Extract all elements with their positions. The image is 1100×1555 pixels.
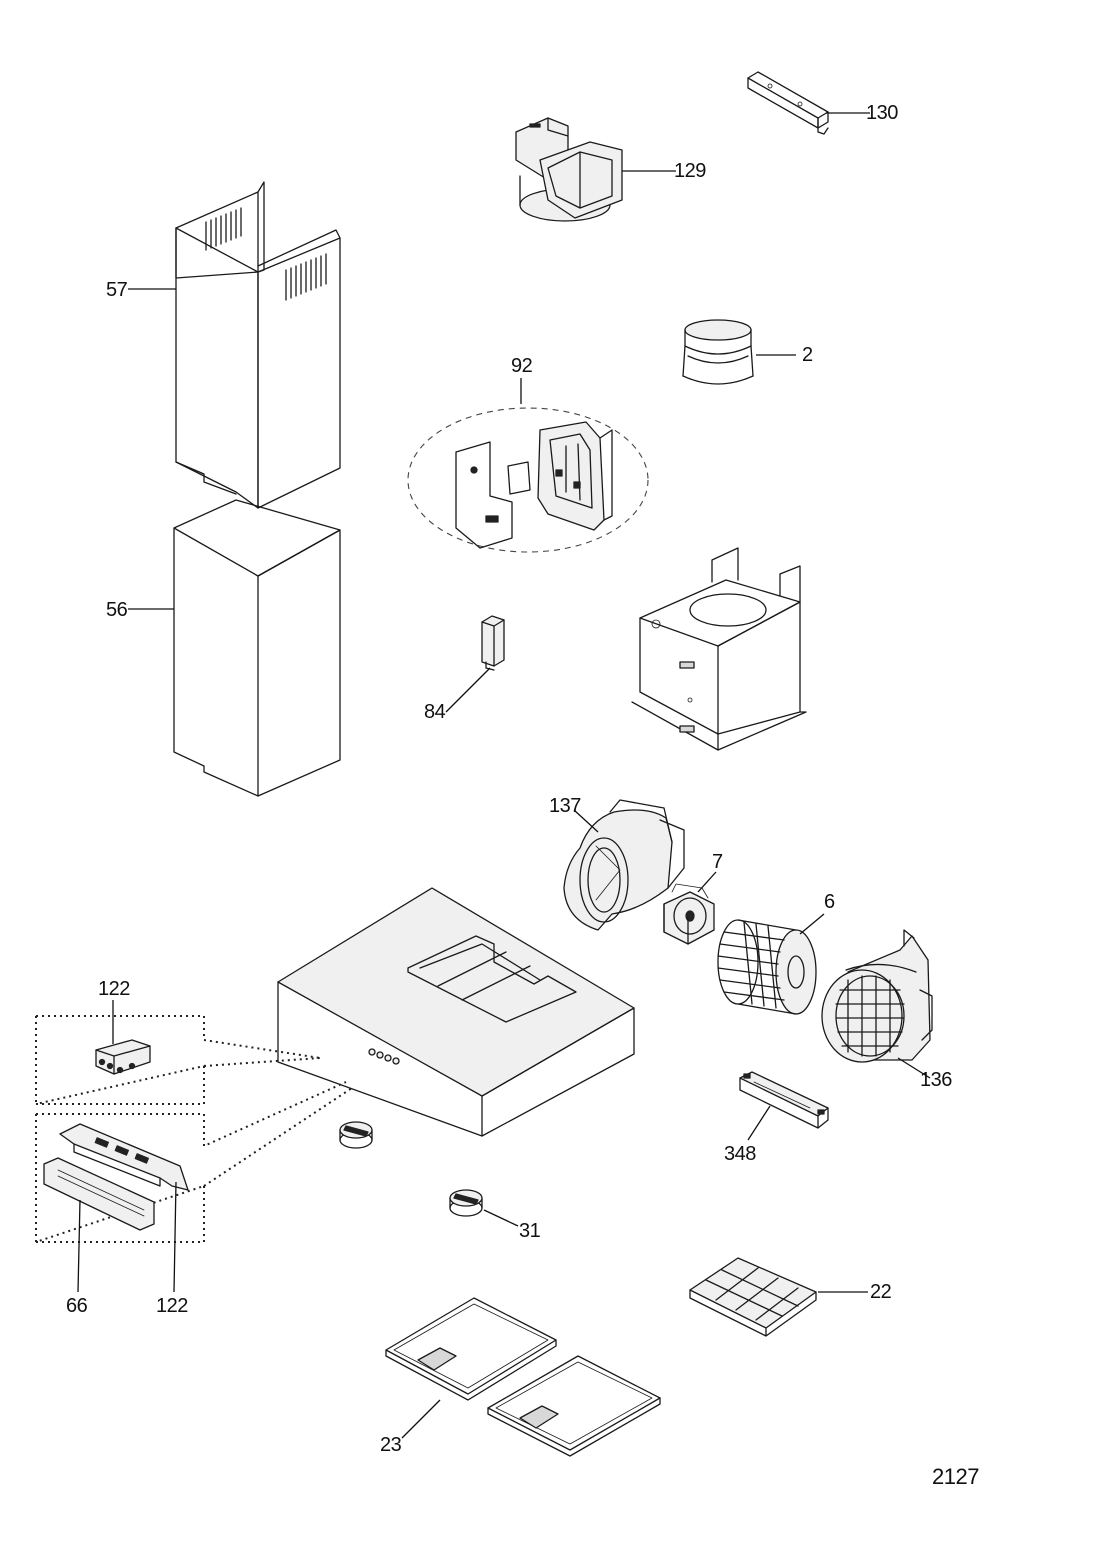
callout-92: 92	[511, 355, 533, 377]
part-66-panel-cover	[43, 1157, 155, 1231]
callout-348: 348	[724, 1143, 756, 1165]
leader-31	[483, 1209, 519, 1227]
part-31-knob	[449, 1189, 483, 1217]
motor-housing-box	[631, 547, 807, 751]
callout-130: 130	[866, 102, 898, 124]
part-92-control-box	[455, 421, 613, 549]
callout-84: 84	[424, 701, 446, 723]
leader-7	[697, 871, 717, 893]
detail-callout-line-upper	[203, 1057, 321, 1067]
leader-84	[445, 667, 491, 713]
callout-23: 23	[380, 1434, 402, 1456]
callout-57: 57	[106, 279, 128, 301]
callout-56: 56	[106, 599, 128, 621]
part-56-lower-chimney	[173, 499, 341, 797]
group-92-outline	[407, 407, 649, 553]
part-348-lamp-holder	[739, 1071, 829, 1129]
callout-137: 137	[549, 795, 581, 817]
drawing-number: 2127	[932, 1464, 979, 1489]
part-2-duct-collar	[682, 319, 754, 385]
part-knob-left	[339, 1121, 373, 1149]
part-23-grease-filter-1	[385, 1297, 557, 1401]
leader-23	[401, 1399, 441, 1439]
part-6-blower-wheel	[717, 919, 817, 1015]
part-130-bracket	[747, 71, 829, 135]
part-22-charcoal-filter	[689, 1257, 817, 1337]
callout-2: 2	[802, 344, 813, 366]
part-137-fan-housing	[563, 799, 685, 931]
detail-box-122-upper	[35, 1015, 321, 1105]
callout-22: 22	[870, 1281, 892, 1303]
leader-348	[747, 1105, 771, 1141]
part-122-switch-module	[95, 1039, 151, 1075]
callout-122-lower: 122	[156, 1295, 188, 1317]
part-129-outlet	[515, 117, 623, 222]
leader-122-lower	[173, 1181, 177, 1293]
part-57-upper-chimney	[175, 181, 341, 509]
part-23-grease-filter-2	[487, 1355, 661, 1457]
callout-66: 66	[66, 1295, 88, 1317]
callout-7: 7	[712, 851, 723, 873]
callout-31: 31	[519, 1220, 541, 1242]
leader-66	[77, 1199, 81, 1293]
leader-137	[573, 809, 599, 833]
part-7-motor	[663, 883, 715, 945]
callout-129: 129	[674, 160, 706, 182]
part-84-capacitor	[481, 615, 505, 671]
leader-136	[897, 1057, 931, 1079]
part-122-control-panel	[59, 1123, 189, 1191]
callout-136: 136	[920, 1069, 952, 1091]
detail-box-122-lower	[35, 1081, 347, 1243]
part-136-fan-grille-housing	[821, 929, 933, 1063]
leader-6	[799, 913, 825, 935]
hood-canopy	[277, 887, 635, 1137]
callout-6: 6	[824, 891, 835, 913]
callout-122-upper: 122	[98, 978, 130, 1000]
